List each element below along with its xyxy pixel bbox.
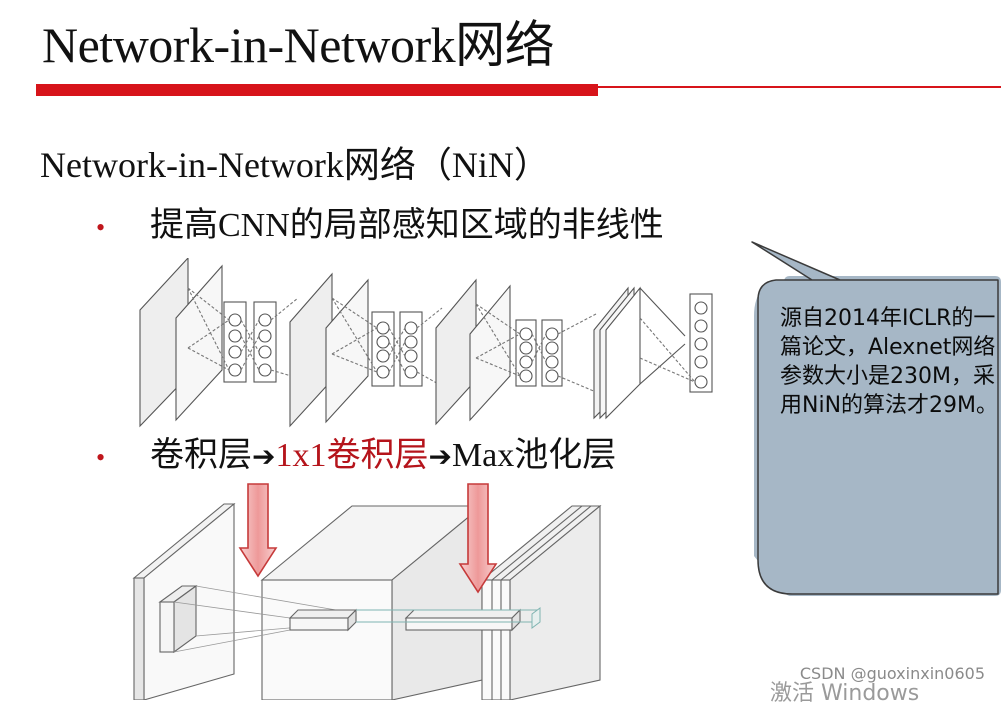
activate-windows-text: 激活 Windows: [770, 681, 920, 706]
right-arrow-icon: ➔: [428, 440, 452, 473]
nin-network-diagram: [139, 258, 713, 428]
right-arrow-icon: ➔: [252, 440, 276, 473]
bullet-marker-1: •: [96, 213, 106, 242]
csdn-watermark: CSDN @guoxinxin0605: [799, 664, 985, 683]
down-arrow-icon: [238, 483, 278, 578]
title-rule: [36, 84, 598, 96]
down-arrow-icon: [458, 483, 498, 594]
slide-title: Network-in-Network网络: [42, 17, 555, 73]
bullet-marker-2: •: [96, 443, 106, 472]
title-rule-thin: [598, 86, 1001, 88]
bullet-text-1: 提高CNN的局部感知区域的非线性: [150, 207, 664, 244]
bullet-text-2: 卷积层➔1x1卷积层➔Max池化层: [150, 434, 616, 479]
conv1x1-layer-label: 1x1卷积层: [275, 437, 429, 474]
conv-volume-diagram: [132, 502, 602, 700]
callout-text: 源自2014年ICLR的一篇论文，Alexnet网络参数大小是230M，采用Ni…: [780, 306, 999, 418]
conv-layer-label: 卷积层: [150, 437, 252, 474]
section-heading: Network-in-Network网络（NiN）: [40, 145, 550, 185]
maxpool-layer-label: Max池化层: [451, 437, 617, 474]
callout-bubble: [751, 241, 1001, 596]
